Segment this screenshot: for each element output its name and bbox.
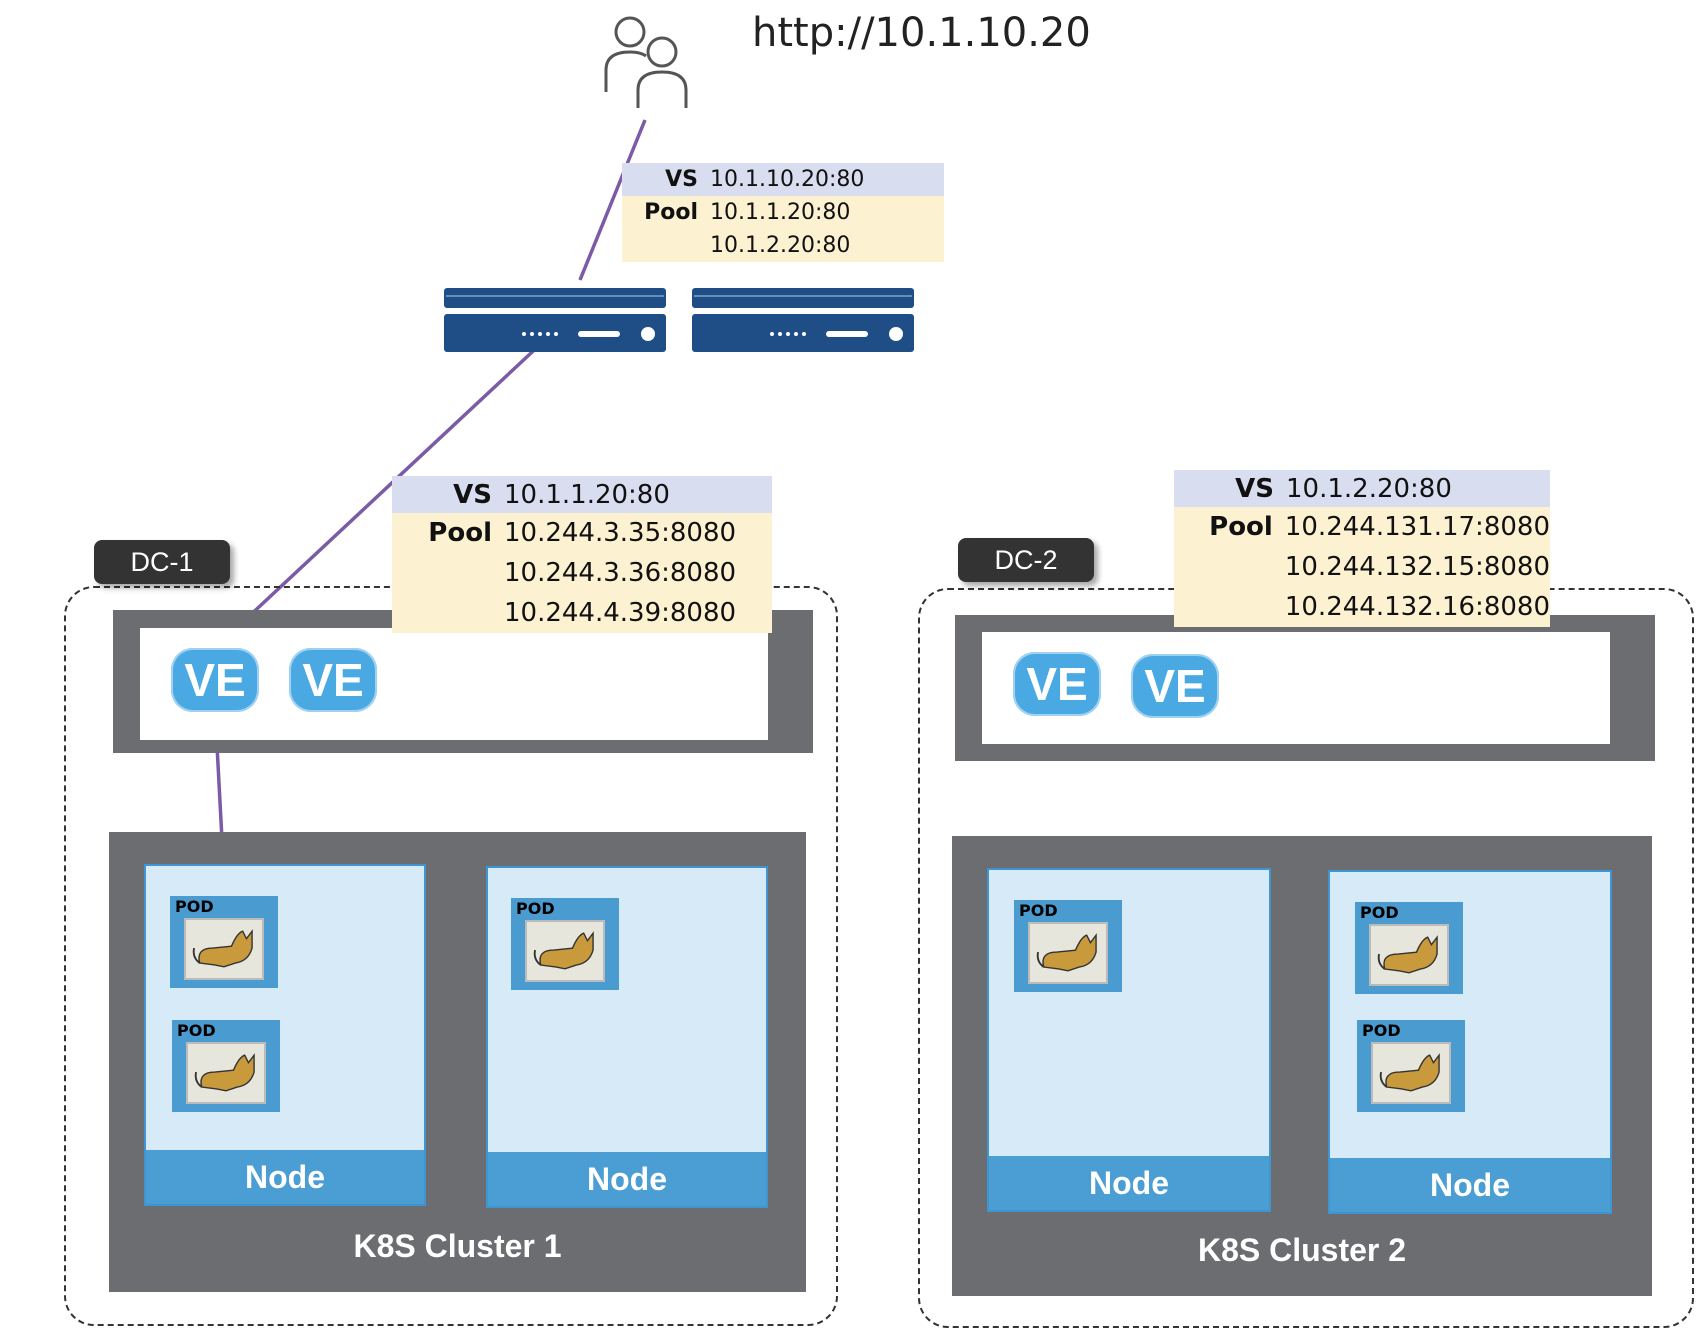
pod-label: POD bbox=[1360, 903, 1399, 922]
pod-label: POD bbox=[1362, 1021, 1401, 1040]
top-vs-table: VS 10.1.10.20:80 Pool 10.1.1.20:80 10.1.2.… bbox=[622, 163, 944, 262]
dc1-cluster-label: K8S Cluster 1 bbox=[353, 1228, 562, 1264]
tomcat-icon bbox=[1369, 924, 1449, 986]
users-icon bbox=[604, 16, 688, 108]
dc2-ve-2: VE bbox=[1131, 654, 1219, 718]
pool-member: 10.244.3.36:8080 bbox=[504, 558, 737, 588]
pod: POD bbox=[172, 1020, 280, 1112]
pool-member: 10.244.3.35:8080 bbox=[504, 518, 737, 548]
pod: POD bbox=[1014, 900, 1122, 992]
dc1-vs-table: VS 10.1.1.20:80 Pool 10.244.3.35:8080 10.2… bbox=[392, 476, 772, 633]
dc1-ve-1: VE bbox=[171, 648, 259, 712]
vs-label: VS bbox=[665, 167, 698, 192]
pool-member: 10.1.2.20:80 bbox=[710, 233, 851, 258]
pod: POD bbox=[1357, 1020, 1465, 1112]
load-balancer-2 bbox=[692, 288, 914, 352]
pool-member: 10.244.4.39:8080 bbox=[504, 598, 737, 628]
pool-member: 10.244.132.15:8080 bbox=[1284, 552, 1550, 582]
pod: POD bbox=[170, 896, 278, 988]
dc2-vs-table: VS 10.1.2.20:80 Pool 10.244.131.17:8080 10… bbox=[1174, 470, 1550, 627]
vs-label: VS bbox=[1235, 473, 1274, 504]
vs-label: VS bbox=[453, 479, 492, 510]
tomcat-icon bbox=[1028, 922, 1108, 984]
pod-label: POD bbox=[516, 899, 555, 918]
vs-address: 10.1.10.20:80 bbox=[710, 167, 865, 192]
tomcat-icon bbox=[1371, 1042, 1451, 1104]
dc1-tag: DC-1 bbox=[94, 540, 230, 584]
vs-address: 10.1.1.20:80 bbox=[504, 479, 670, 510]
pod-label: POD bbox=[1019, 901, 1058, 920]
client-url: http://10.1.10.20 bbox=[752, 10, 1091, 56]
pool-member: 10.244.132.16:8080 bbox=[1284, 592, 1550, 622]
tomcat-icon bbox=[184, 918, 264, 980]
pool-label: Pool bbox=[428, 518, 492, 548]
dc2-ve-1: VE bbox=[1013, 652, 1101, 716]
dc2-cluster-label: K8S Cluster 2 bbox=[1197, 1232, 1407, 1268]
tomcat-icon bbox=[525, 920, 605, 982]
path-client-to-lb bbox=[578, 119, 647, 281]
node-label: Node bbox=[1330, 1158, 1610, 1212]
dc1-ve-2: VE bbox=[289, 648, 377, 712]
load-balancer-1 bbox=[444, 288, 666, 352]
pod: POD bbox=[511, 898, 619, 990]
node-label: Node bbox=[146, 1150, 424, 1204]
pool-member: 10.244.131.17:8080 bbox=[1284, 512, 1550, 542]
tomcat-icon bbox=[186, 1042, 266, 1104]
vs-address: 10.1.2.20:80 bbox=[1286, 473, 1452, 504]
pod-label: POD bbox=[177, 1021, 216, 1040]
dc2-tag: DC-2 bbox=[958, 538, 1094, 582]
pod-label: POD bbox=[175, 897, 214, 916]
pool-member: 10.1.1.20:80 bbox=[710, 200, 851, 225]
path-lb-to-ve bbox=[213, 338, 547, 650]
pod: POD bbox=[1355, 902, 1463, 994]
node-label: Node bbox=[488, 1152, 766, 1206]
pool-label: Pool bbox=[644, 200, 698, 225]
node-label: Node bbox=[989, 1156, 1269, 1210]
pool-label: Pool bbox=[1209, 512, 1273, 542]
